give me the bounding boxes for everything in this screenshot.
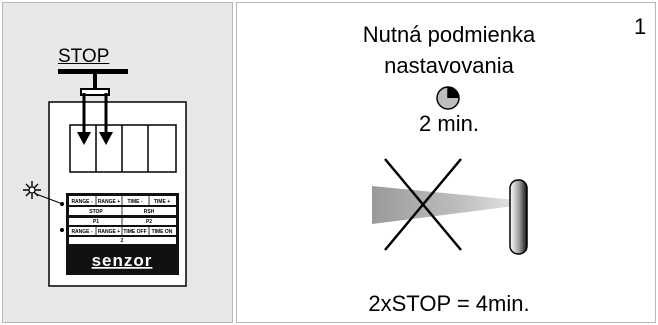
device-label: TIME OFF: [123, 229, 146, 235]
arrow-down-icon: [99, 93, 113, 145]
senzor-logo: senzor: [92, 251, 153, 270]
arrow-down-icon: [77, 93, 91, 145]
condition-title-line1: Nutná podmienka: [362, 22, 536, 47]
time-label: 2 min.: [419, 111, 479, 136]
device-label: 2: [121, 238, 124, 244]
right-panel: [236, 2, 656, 323]
device-label: RSH: [144, 209, 155, 215]
condition-title-line2: nastavovania: [384, 53, 514, 78]
stop-label: STOP: [58, 46, 110, 67]
device-label: P2: [146, 219, 152, 225]
device-label: TIME ON: [152, 229, 173, 235]
indicator-dot: [60, 228, 64, 232]
indicator-dot: [60, 202, 64, 206]
page-number: 1: [634, 14, 647, 39]
device-label: RANGE -: [71, 199, 92, 205]
footer-formula: 2xSTOP = 4min.: [368, 291, 530, 316]
device-label: TIME +: [154, 199, 170, 205]
device-label: TIME -: [128, 199, 143, 205]
device-label: RANGE +: [98, 229, 120, 235]
device-label: RANGE -: [71, 229, 92, 235]
device-label: P1: [93, 219, 99, 225]
device-label: RANGE +: [98, 199, 120, 205]
stop-bar: [58, 69, 128, 74]
device-label: STOP: [89, 209, 103, 215]
